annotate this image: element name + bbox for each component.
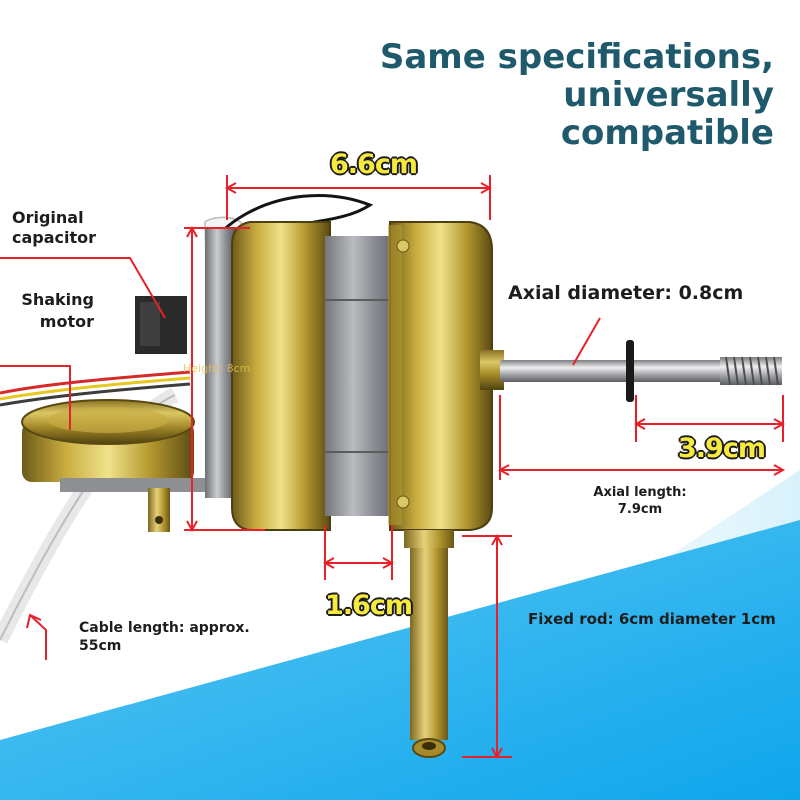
label-cable-length-line-1: Cable length: approx. <box>79 620 250 636</box>
headline-line-3: compatible <box>560 113 774 153</box>
label-original-capacitor-line-2: capacitor <box>12 228 97 247</box>
oscillation-spindle <box>148 488 170 532</box>
retaining-pin <box>626 340 634 402</box>
label-axial-length-line-2: 7.9cm <box>617 502 663 517</box>
label-cable-length-line-2: 55cm <box>79 638 122 654</box>
label-height-watermark: Height: 8cm <box>183 362 251 375</box>
label-axial-length: Axial length: 7.9cm <box>584 484 696 518</box>
label-shaking-motor-line-2: motor <box>39 312 94 331</box>
label-shaking-motor-line-1: Shaking <box>21 290 94 309</box>
measure-shaft-thread: 3.9cm <box>678 433 766 464</box>
screw-top <box>396 239 410 253</box>
headline: Same specifications, universally compati… <box>354 38 774 152</box>
side-plate <box>205 228 235 498</box>
shaking-motor-cap-inner <box>48 407 168 433</box>
black-wire <box>0 382 191 407</box>
label-shaking-motor: Shaking motor <box>14 289 94 333</box>
yellow-wire <box>0 376 191 401</box>
label-original-capacitor: Original capacitor <box>12 208 96 248</box>
front-can-rim <box>388 225 402 525</box>
main-motor-front-can <box>389 221 493 531</box>
thread-marks <box>725 356 779 386</box>
output-shaft <box>500 360 725 382</box>
fixed-rod <box>410 530 448 740</box>
mounting-bracket <box>60 478 225 492</box>
measure-width: 6.6cm <box>330 149 418 180</box>
red-wire <box>0 370 191 395</box>
main-motor-rear-can <box>231 221 331 531</box>
label-cable-length: Cable length: approx. 55cm <box>79 619 250 655</box>
label-axial-length-line-1: Axial length: <box>593 485 687 500</box>
label-axial-diameter: Axial diameter: 0.8cm <box>508 282 744 304</box>
blue-panel <box>0 520 800 800</box>
stator-shading <box>325 236 395 516</box>
capacitor-face <box>140 302 160 346</box>
spindle-hole <box>155 516 163 524</box>
screw-bottom <box>396 495 410 509</box>
measure-gap: 1.6cm <box>325 590 413 621</box>
headline-line-1: Same specifications, <box>379 37 774 77</box>
headline-line-2: universally <box>563 75 774 115</box>
fixed-rod-hole <box>422 742 436 750</box>
label-original-capacitor-line-1: Original <box>12 208 84 227</box>
fixed-rod-collar <box>404 530 454 548</box>
label-fixed-rod: Fixed rod: 6cm diameter 1cm <box>528 610 776 628</box>
dimension-lines <box>0 175 786 760</box>
